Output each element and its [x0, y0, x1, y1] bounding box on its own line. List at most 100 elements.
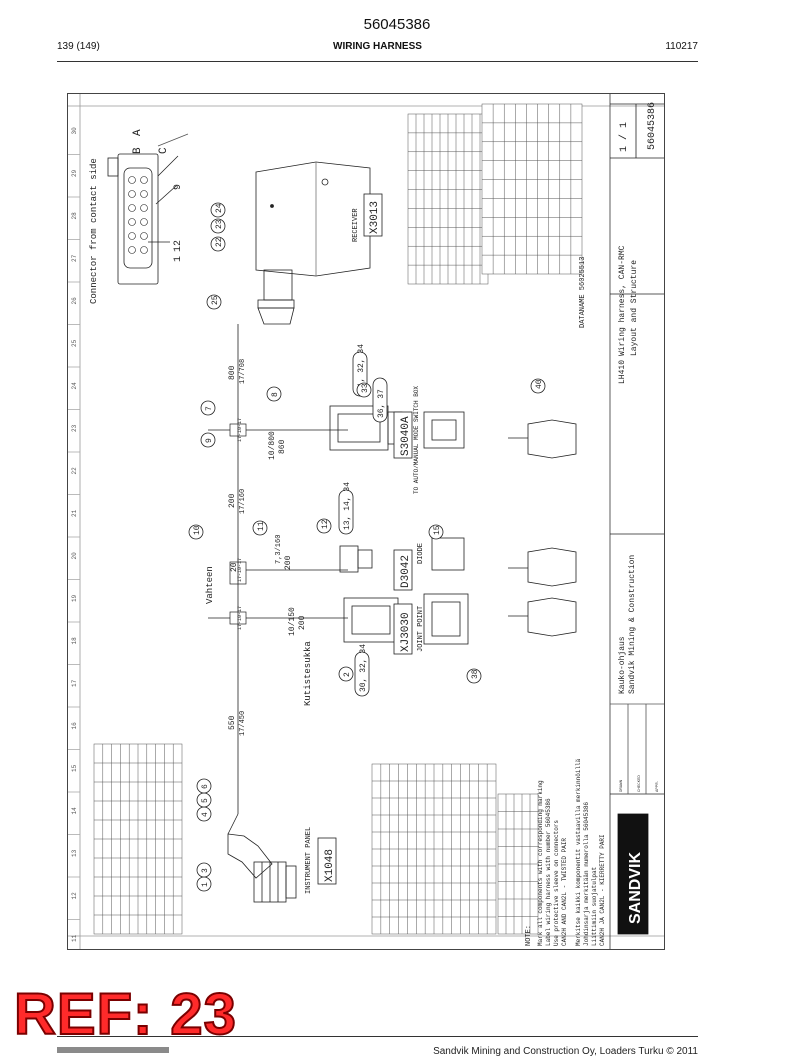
item-bubble: 30, 32, 34 — [354, 644, 370, 697]
note-fi-line-1: Merkitse kaikki komponentit vastaavilla … — [575, 758, 582, 946]
border-zone-number: 27 — [71, 254, 78, 262]
border-zone-number: 16 — [71, 722, 78, 730]
s3040a-label: S3040A — [400, 416, 412, 456]
svg-text:25: 25 — [211, 295, 220, 305]
ground-lugs — [508, 419, 577, 637]
border-zone-number: 23 — [71, 424, 78, 432]
dim-17-708: 17/708 — [239, 359, 247, 384]
vahteen-label: Vahteen — [205, 566, 215, 604]
document-title: WIRING HARNESS — [333, 41, 422, 52]
border-zone-number: 25 — [71, 339, 78, 347]
svg-text:38: 38 — [471, 669, 480, 679]
note-line-4: CAN2H AND CAN2L - TWISTED PAIR — [561, 838, 568, 946]
svg-text:31, 32, 34: 31, 32, 34 — [357, 344, 366, 392]
border-zone-number: 29 — [71, 169, 78, 177]
contact-letter-c: C — [158, 147, 170, 154]
connector-pin — [140, 190, 148, 198]
svg-text:33: 33 — [361, 383, 370, 393]
clip-label: 17-10-17 — [237, 558, 243, 582]
clip-label: 17-10-17 — [237, 606, 243, 630]
document-code: 110217 — [665, 41, 698, 52]
cable-clips: 17-10-17 17-10-17 17-10-17 — [237, 418, 243, 630]
page-number: 139 (149) — [57, 41, 100, 52]
connector-pin — [140, 232, 148, 240]
connector-pin — [128, 232, 136, 240]
item-bubble: 9 — [200, 432, 216, 448]
svg-text:30, 32, 34: 30, 32, 34 — [359, 644, 368, 692]
connector-pin — [140, 246, 148, 254]
auto-manual-label: TO AUTO/MANUAL MODE SWITCH BOX — [413, 386, 420, 494]
dim-20: 20 — [230, 562, 239, 572]
item-bubble: 10 — [188, 524, 204, 540]
sandvik-logo: SANDVIK — [627, 852, 644, 924]
clip-label: 17-10-17 — [237, 418, 243, 442]
x1048-connector — [227, 833, 297, 903]
border-zone-number: 21 — [71, 509, 78, 517]
wire-table — [407, 113, 489, 285]
border-zone-number: 13 — [71, 849, 78, 857]
border-zone-number: 20 — [71, 552, 78, 560]
d3042-diode — [339, 537, 465, 573]
dim-17-160: 17/160 — [239, 489, 247, 514]
contact-number-1: 1 — [173, 256, 184, 262]
svg-text:15: 15 — [433, 525, 442, 535]
dataname-label: DATANAME 56025513 — [579, 257, 587, 328]
note-heading: NOTE: — [525, 925, 533, 946]
note-fi-line-2: Johdinsarja merkitään numerolla 56045386 — [583, 802, 590, 946]
item-bubble: 38 — [466, 668, 482, 684]
wire-table — [481, 103, 583, 275]
svg-text:36, 37: 36, 37 — [377, 389, 386, 418]
border-zone-number: 24 — [71, 382, 78, 390]
note-line-3: Use protective sleeve on connectors — [553, 820, 560, 946]
item-bubble: 24 — [210, 202, 226, 218]
item-bubble: 33 — [356, 382, 372, 398]
connector-side-label: Connector from contact side — [89, 158, 99, 304]
item-bubble: 25 — [206, 294, 222, 310]
svg-text:22: 22 — [215, 237, 224, 247]
receiver-connector — [255, 161, 371, 325]
tb-row-drawn: DRAWN — [620, 779, 624, 792]
connector-pin — [128, 246, 136, 254]
footer-copyright: Sandvik Mining and Construction Oy, Load… — [433, 1046, 698, 1057]
kutistesukka-label: Kutistesukka — [303, 641, 313, 706]
item-bubble: 11 — [252, 520, 268, 536]
wire-tables — [93, 103, 583, 935]
dim-200b: 200 — [284, 555, 293, 570]
note-fi-line-4: CAN2H JA CAN2L - KIERRETTY PARI — [599, 834, 606, 946]
tb-company: Sandvik Mining & Construction — [628, 555, 637, 694]
border-zone-number: 18 — [71, 637, 78, 645]
dim-200a: 200 — [228, 493, 237, 508]
svg-text:40: 40 — [535, 379, 544, 389]
xj3030-connector — [343, 593, 469, 645]
item-bubble: 6 — [196, 778, 212, 794]
d3042-label: D3042 — [400, 555, 412, 588]
title-block: SANDVIK DRAWN CHECKED APPR. Kauko-ohjaus… — [609, 94, 664, 949]
border-zone-number: 11 — [71, 934, 78, 942]
wire-table — [93, 743, 183, 935]
item-bubble: 23 — [210, 218, 226, 234]
border-zone-number: 17 — [71, 679, 78, 687]
dim-550: 550 — [228, 715, 237, 730]
dim-7-3-160: 7,3/160 — [275, 535, 283, 564]
dim-860: 860 — [278, 439, 287, 454]
tb-project: LH410 — [618, 360, 627, 384]
note-line-2: Label wiring harness with number 5604538… — [545, 798, 552, 946]
item-bubble: 5 — [196, 792, 212, 808]
xj3030-label: XJ3030 — [400, 612, 412, 652]
joint-point-label: JOINT POINT — [417, 606, 425, 652]
item-bubble: 22 — [210, 236, 226, 252]
contact-letter-b: B — [132, 147, 144, 154]
svg-text:11: 11 — [257, 521, 266, 531]
border-zone-number: 14 — [71, 807, 78, 815]
item-bubble: 7 — [200, 400, 216, 416]
contact-number-9: 9 — [173, 184, 184, 190]
dim-17-450: 17/450 — [239, 711, 247, 736]
item-bubble: 8 — [266, 386, 282, 402]
contact-letter-a: A — [132, 129, 144, 136]
item-bubble: 36, 37 — [372, 377, 388, 423]
connector-pin — [140, 176, 148, 184]
dim-10-800: 10/800 — [268, 431, 277, 460]
border-zone-number: 15 — [71, 764, 78, 772]
